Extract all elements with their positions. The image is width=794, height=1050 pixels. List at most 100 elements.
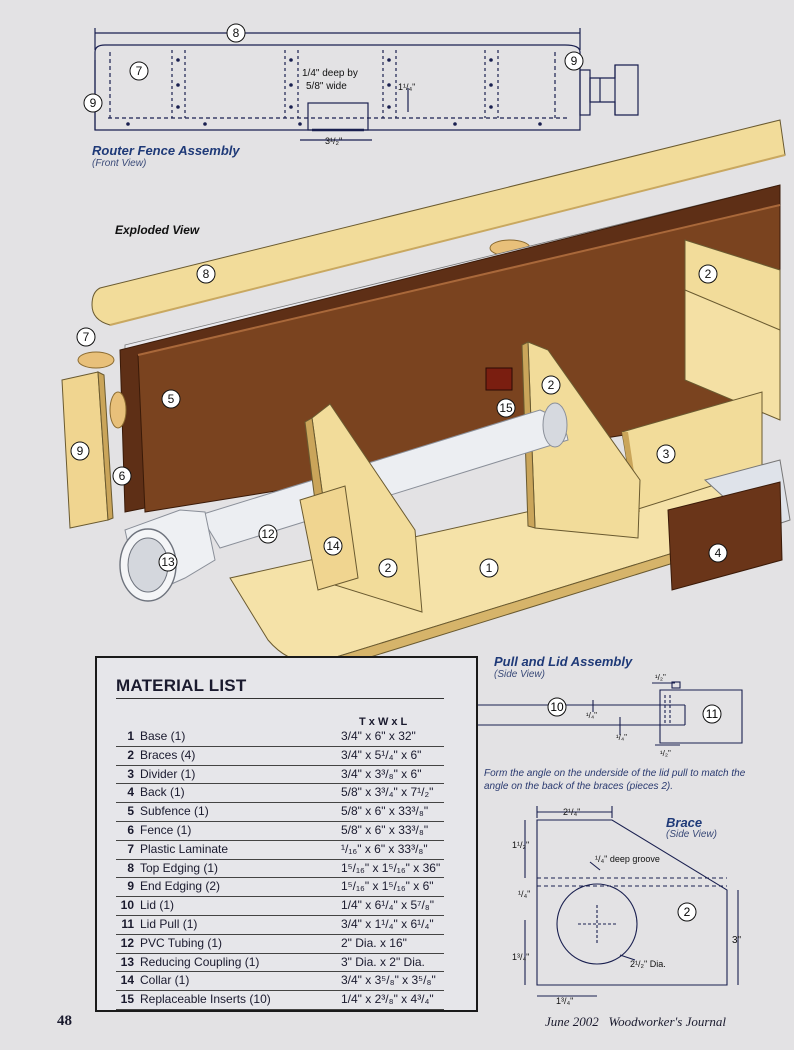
pull-dim-quarter-2: ¹/₄"	[616, 733, 627, 742]
fence-dim-note-1: 1/4" deep by	[302, 68, 358, 79]
callout-9-exploded: 9	[77, 444, 84, 458]
callout-3: 3	[663, 447, 670, 461]
material-dim: 3/4" x 5¹/₄" x 6"	[341, 747, 422, 762]
callout-6: 6	[119, 469, 126, 483]
material-row: 8 Top Edging (1) 1⁵/₁₆" x 1⁵/₁₆" x 36"	[116, 860, 444, 879]
material-num: 9	[127, 879, 134, 894]
material-name: Top Edging (1)	[140, 860, 219, 875]
material-num: 15	[120, 992, 134, 1007]
material-name: Replaceable Inserts (10)	[140, 992, 271, 1007]
pull-lid-title: Pull and Lid Assembly	[494, 654, 633, 669]
router-fence-front-view: 8 7 9 9 1/4" deep by 5/8" wide 1¹/₄" 3¹/…	[83, 23, 639, 146]
material-dim: 1/4" x 6¹/₄" x 5⁷/₈"	[341, 898, 435, 913]
callout-9: 9	[90, 96, 97, 110]
material-name: Base (1)	[140, 729, 186, 743]
material-row: 2 Braces (4) 3/4" x 5¹/₄" x 6"	[116, 747, 444, 766]
callout-5: 5	[168, 392, 175, 406]
pull-dim-quarter-1: ¹/₄"	[586, 711, 597, 720]
material-list-rule	[116, 698, 444, 699]
callout-8-exploded: 8	[203, 267, 210, 281]
material-dim: 1⁵/₁₆" x 1⁵/₁₆" x 6"	[341, 879, 434, 894]
material-dim: ¹/₁₆" x 6" x 33³/₈"	[341, 841, 428, 856]
pull-lid-diagram: 10 11 ¹/₂" ¹/₄" ¹/₄" ¹/₂"	[478, 673, 743, 758]
brace-title: Brace	[666, 815, 703, 830]
fence-dim-width: 3¹/₂"	[325, 136, 342, 146]
material-num: 5	[127, 804, 134, 819]
pull-dim-half-top: ¹/₂"	[655, 673, 666, 682]
material-num: 1	[127, 729, 134, 743]
material-num: 3	[127, 766, 134, 781]
material-dim: 3" Dia. x 2" Dia.	[341, 954, 425, 969]
callout-8: 8	[233, 26, 240, 40]
material-dim: 3/4" x 3³/₈" x 6"	[341, 766, 422, 781]
pull-lid-note: Form the angle on the underside of the l…	[484, 768, 746, 792]
callout-2-mid: 2	[548, 378, 555, 392]
material-name: End Edging (2)	[140, 879, 221, 894]
material-num: 12	[120, 935, 134, 950]
brace-dim-top: 2¹/₄"	[563, 807, 580, 817]
callout-7-exploded: 7	[83, 330, 90, 344]
callout-12: 12	[261, 527, 275, 541]
page-number: 48	[57, 1013, 72, 1029]
material-num: 11	[121, 916, 134, 931]
callout-15: 15	[499, 401, 513, 415]
callout-9b: 9	[571, 54, 578, 68]
brace-dim-left-top: 1¹/₂"	[512, 840, 529, 850]
material-dim: 1⁵/₁₆" x 1⁵/₁₆" x 36"	[341, 860, 441, 875]
material-name: Fence (1)	[140, 822, 192, 837]
pull-dim-half-bottom: ¹/₂"	[660, 749, 671, 758]
material-name: Back (1)	[140, 785, 185, 800]
material-name: Reducing Coupling (1)	[140, 954, 260, 969]
material-name: Braces (4)	[140, 747, 196, 762]
material-dim: 5/8" x 6" x 33³/₈"	[341, 822, 429, 837]
callout-14: 14	[326, 539, 340, 553]
fence-dim-height: 1¹/₄"	[398, 82, 415, 92]
callout-13: 13	[161, 555, 175, 569]
material-num: 6	[127, 822, 134, 837]
callout-2-top: 2	[705, 267, 712, 281]
brace-dim-quarter: ¹/₄"	[518, 889, 530, 899]
brace-dim-bottom: 1³/₄"	[556, 996, 573, 1006]
exploded-view-title: Exploded View	[115, 223, 200, 237]
callout-10: 10	[550, 700, 564, 714]
brace-dim-left-bottom: 1³/₄"	[512, 952, 529, 962]
material-num: 14	[120, 973, 134, 988]
material-name: Lid (1)	[140, 898, 175, 913]
callout-7: 7	[136, 64, 143, 78]
material-dim: 5/8" x 3³/₄" x 7¹/₂"	[341, 785, 434, 800]
callout-1: 1	[486, 561, 493, 575]
material-num: 8	[127, 860, 134, 875]
material-name: Subfence (1)	[140, 804, 209, 819]
material-name: Collar (1)	[140, 973, 190, 988]
footer-issue: June 2002 Woodworker's Journal	[545, 1014, 727, 1029]
brace-diagram: 2 2¹/₄" 1¹/₂" ¹/₄" deep groove ¹/₄" 1³/₄…	[512, 806, 742, 1006]
brace-dim-right: 3"	[732, 935, 742, 946]
material-name: Lid Pull (1)	[140, 916, 198, 931]
material-list-title: MATERIAL LIST	[116, 676, 247, 695]
material-dim: 2" Dia. x 16"	[341, 935, 407, 950]
router-fence-subtitle: (Front View)	[92, 158, 147, 169]
material-row: 6 Fence (1) 5/8" x 6" x 33³/₈"	[116, 822, 444, 841]
callout-4: 4	[715, 546, 722, 560]
exploded-view-illustration: 8 2 7 5 2 15 9 3 6 12 14 4 13 2 1	[61, 119, 791, 670]
material-row: 9 End Edging (2) 1⁵/₁₆" x 1⁵/₁₆" x 6"	[116, 878, 444, 898]
callout-2-left: 2	[385, 561, 392, 575]
router-fence-title: Router Fence Assembly	[92, 143, 240, 158]
fence-dim-note-2: 5/8" wide	[306, 81, 347, 92]
material-dim: 3/4" x 1¹/₄" x 6¹/₄"	[341, 916, 434, 931]
brace-dia: 2¹/₂" Dia.	[630, 959, 666, 969]
callout-2-brace: 2	[684, 905, 691, 919]
material-num: 7	[127, 841, 134, 856]
material-num: 2	[127, 747, 134, 762]
material-dim: 1/4" x 2³/₈" x 4³/₄"	[341, 992, 434, 1007]
